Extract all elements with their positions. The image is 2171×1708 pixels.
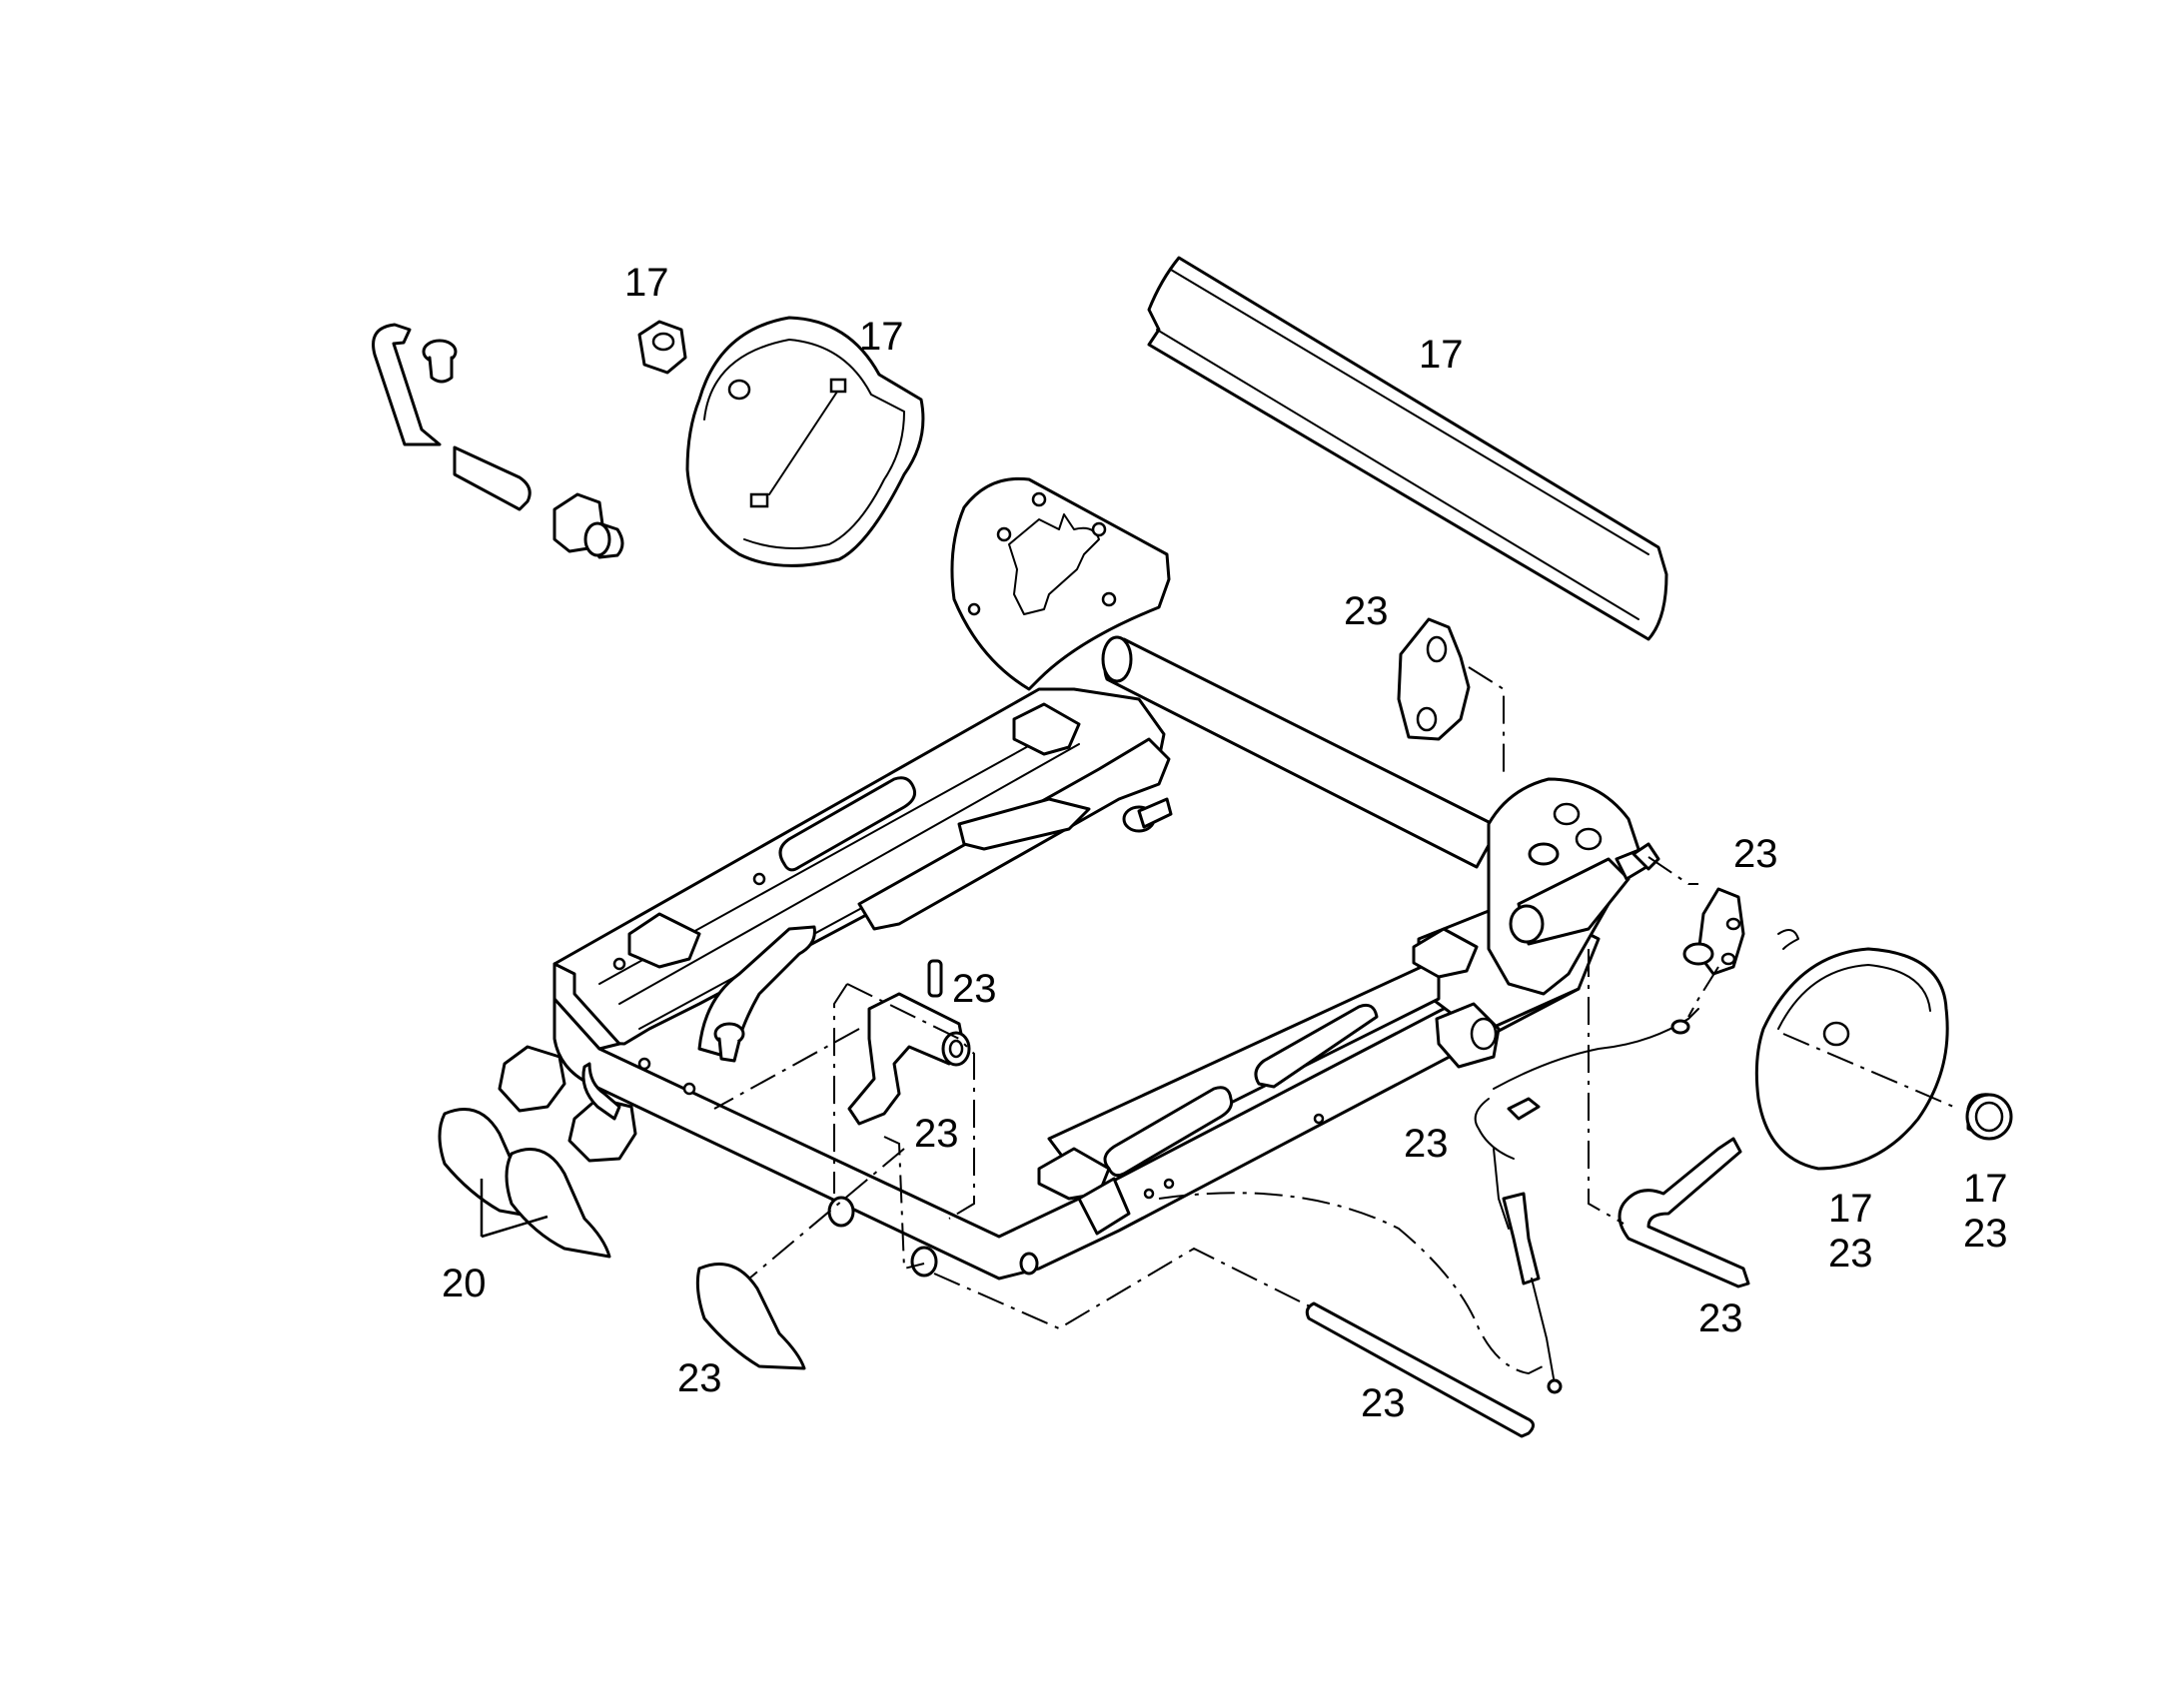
callout-17-nut: 17	[624, 261, 669, 305]
callout-17-long-panel: 17	[1419, 333, 1464, 377]
left-linkage-arm-part[interactable]	[697, 737, 1173, 1063]
callout-23-right-cover: 23	[1828, 1232, 1873, 1276]
right-foot-part[interactable]	[567, 1062, 637, 1163]
trim-cap-right-part[interactable]	[505, 1148, 611, 1259]
callout-23-lever: 23	[914, 1112, 959, 1156]
right-side-cover-part[interactable]	[1754, 947, 1949, 1171]
callout-23-cam-plate: 23	[1733, 832, 1778, 876]
callout-23-front-cap: 23	[677, 1356, 722, 1400]
callout-23-cable: 23	[1404, 1122, 1449, 1166]
long-rod-part[interactable]	[1305, 1301, 1535, 1438]
release-cable-part[interactable]	[1474, 1008, 1699, 1394]
assembly-lines	[713, 666, 1959, 1375]
trim-cap-front-part[interactable]	[695, 1263, 806, 1370]
seat-frame-part[interactable]	[552, 687, 1601, 1281]
bent-wire-rod-part[interactable]	[1618, 1137, 1750, 1288]
callout-20-trim-caps: 20	[442, 1262, 487, 1305]
front-bushing-left-part[interactable]	[827, 1196, 855, 1228]
frame-bushing-part[interactable]	[1435, 1002, 1501, 1069]
grommet-part[interactable]	[1965, 1093, 2013, 1141]
callout-23-long-rod: 23	[1361, 1381, 1406, 1425]
callout-17-right-cover: 17	[1828, 1187, 1873, 1231]
small-plate-bracket-part[interactable]	[1397, 617, 1471, 741]
callout-23-roll-pin: 23	[952, 967, 997, 1011]
cross-tube-part[interactable]	[1101, 635, 1501, 869]
cap-nut-part[interactable]	[637, 320, 687, 375]
bent-rod-part[interactable]	[372, 323, 532, 511]
front-bushing-right-part[interactable]	[910, 1246, 938, 1278]
callout-17-grommet: 17	[1963, 1167, 2008, 1211]
left-recliner-bracket-part[interactable]	[950, 476, 1171, 691]
callout-17-left-cover: 17	[859, 315, 904, 359]
left-side-cover-part[interactable]	[685, 316, 925, 567]
callout-23-grommet: 23	[1963, 1212, 2008, 1256]
callout-23-small-bracket: 23	[1344, 589, 1389, 633]
left-foot-part[interactable]	[498, 1045, 566, 1113]
cam-plate-part[interactable]	[1682, 887, 1745, 976]
long-trim-panel-part[interactable]	[1147, 256, 1668, 641]
retaining-clip-part[interactable]	[1777, 929, 1799, 950]
callout-20-arrows	[480, 1179, 548, 1239]
roll-pin-part[interactable]	[927, 959, 943, 998]
clip-bracket-part[interactable]	[552, 492, 624, 559]
push-pin-part[interactable]	[422, 339, 458, 384]
right-recliner-bracket-part[interactable]	[1487, 777, 1660, 996]
callout-23-wire-rod: 23	[1698, 1296, 1743, 1340]
